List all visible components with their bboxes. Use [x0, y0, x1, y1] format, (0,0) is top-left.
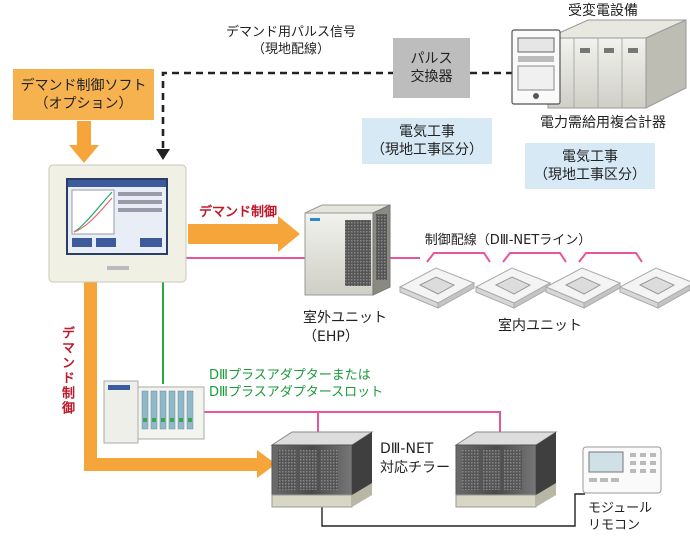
- central-controller-device: [48, 164, 187, 283]
- electric-work-b-line2: （現地工事区分）: [534, 167, 646, 183]
- adapter-device: [103, 380, 205, 444]
- outdoor-unit-label: 室外ユニット （EHP）: [303, 309, 393, 347]
- outdoor-unit-line1: 室外ユニット: [303, 310, 387, 326]
- adapter-line2: DⅢプラスアダプタースロット: [209, 385, 384, 400]
- electric-work-box-a: 電気工事 （現地工事区分）: [362, 118, 492, 164]
- control-wiring-label: 制御配線（DⅢ-NETライン）: [424, 233, 592, 248]
- electric-work-a-line2: （現地工事区分）: [371, 142, 483, 158]
- demand-control-label-vertical: デマンド制御: [59, 326, 74, 416]
- pulse-signal-arrowhead: [156, 149, 170, 160]
- substation-device: [547, 19, 687, 109]
- adapter-line1: DⅢプラスアダプターまたは: [209, 368, 371, 383]
- pulse-signal-line: [161, 71, 512, 148]
- demand-arrow-to-chiller: [84, 281, 276, 478]
- module-remote-line2: リモコン: [588, 518, 641, 533]
- module-remote-line1: モジュール: [588, 501, 653, 516]
- demand-pulse-line2: （現地配線）: [251, 42, 330, 57]
- power-meter-device: [511, 29, 561, 105]
- electric-work-a-line1: 電気工事: [399, 124, 455, 140]
- adapter-label: DⅢプラスアダプターまたは DⅢプラスアダプタースロット: [209, 367, 439, 401]
- demand-control-label-horizontal: デマンド制御: [198, 205, 277, 220]
- pulse-converter-box: パルス 交換器: [393, 38, 470, 98]
- demand-arrow-to-ehp: [188, 216, 300, 252]
- chiller-line2: 対応チラー: [380, 460, 450, 476]
- software-arrow: [69, 121, 99, 163]
- d3-net-lines: [185, 252, 643, 440]
- indoor-units: [398, 267, 690, 309]
- demand-software-line1: デマンド制御ソフト: [20, 77, 147, 94]
- electric-work-b-line1: 電気工事: [562, 149, 618, 165]
- pulse-converter-line2: 交換器: [410, 69, 453, 85]
- chiller-label: DⅢ-NET 対応チラー: [380, 440, 454, 478]
- demand-pulse-line1: デマンド用パルス信号: [225, 25, 356, 40]
- outdoor-unit-device: [304, 204, 391, 296]
- indoor-unit-label: 室内ユニット: [498, 318, 582, 334]
- demand-pulse-label: デマンド用パルス信号 （現地配線）: [206, 24, 376, 58]
- module-remote-device: [582, 446, 662, 494]
- demand-software-line2: （オプション）: [34, 95, 133, 112]
- pulse-converter-line1: パルス: [410, 51, 453, 67]
- demand-software-box: デマンド制御ソフト （オプション）: [13, 69, 154, 120]
- remote-cable: [321, 493, 585, 527]
- chiller-line1: DⅢ-NET: [380, 441, 434, 457]
- chiller-devices: [270, 431, 558, 508]
- outdoor-unit-line2: （EHP）: [303, 329, 359, 345]
- electric-work-box-b: 電気工事 （現地工事区分）: [525, 143, 655, 189]
- substation-label: 受変電設備: [568, 3, 638, 19]
- module-remote-label: モジュール リモコン: [588, 500, 668, 534]
- power-meter-label: 電力需給用複合計器: [540, 115, 666, 131]
